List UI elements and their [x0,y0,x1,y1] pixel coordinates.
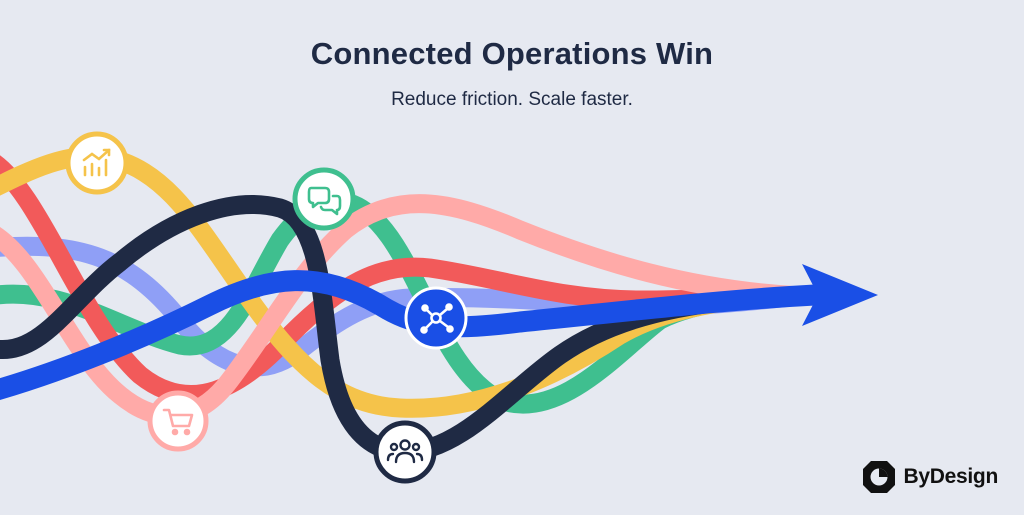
node-analytics [65,131,129,195]
bar-chart-icon [82,148,111,177]
node-messaging [292,167,356,231]
page-title: Connected Operations Win [310,36,714,71]
node-commerce [147,390,209,452]
bydesign-logo-icon [862,461,895,493]
page-subtitle: Reduce friction. Scale faster. [391,89,633,110]
brand-logo: ByDesign [861,459,998,495]
chat-bubbles-icon [307,186,342,216]
node-hub [404,286,468,350]
brand-name: ByDesign [903,465,999,488]
arrow-head [802,264,878,326]
shopping-cart-icon [162,408,194,436]
node-community [373,420,437,484]
stream-navy [0,195,810,462]
network-hub-icon [420,303,454,334]
stream-blue [0,270,826,401]
people-group-icon [386,439,424,464]
